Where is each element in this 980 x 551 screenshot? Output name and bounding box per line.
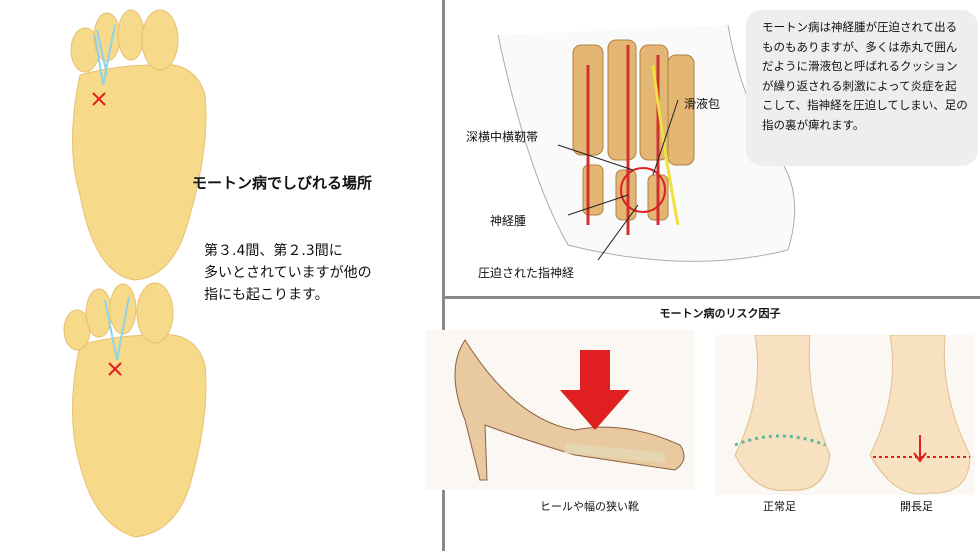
horizontal-divider	[443, 296, 980, 299]
vertical-divider	[442, 0, 445, 551]
shoe-caption: ヒールや幅の狭い靴	[540, 500, 639, 513]
risk-factors-title: モートン病のリスク因子	[659, 307, 781, 320]
compressed-nerve-label: 圧迫された指神経	[478, 266, 575, 280]
high-heel-illustration	[425, 330, 695, 490]
ligament-label: 深横中横靭帯	[466, 130, 539, 144]
down-arrow-icon	[913, 435, 927, 463]
foot-sole-top	[70, 9, 207, 281]
foot-sole-illustrations	[63, 9, 207, 538]
neuroma-label: 神経腫	[490, 214, 527, 228]
normal-foot-caption: 正常足	[763, 500, 796, 513]
foot-comparison-illustration	[715, 335, 975, 495]
numbness-location-title: モートン病でしびれる場所	[192, 174, 373, 192]
cross-mark-icon	[92, 92, 106, 106]
down-arrow-icon	[560, 350, 630, 430]
explanation-box: モートン病は神経腫が圧迫されて出るものもありますが、多くは赤丸で囲んだように滑液…	[746, 10, 978, 166]
foot-anatomy-illustration	[497, 25, 796, 262]
numbness-location-description: 第３.4間、第２.3間に 多いとされていますが他の 指にも起こります。	[204, 243, 372, 303]
splayfoot-caption: 開長足	[900, 500, 933, 513]
bursa-label: 滑液包	[684, 97, 721, 111]
foot-sole-bottom	[63, 282, 207, 538]
cross-mark-icon	[108, 362, 122, 376]
